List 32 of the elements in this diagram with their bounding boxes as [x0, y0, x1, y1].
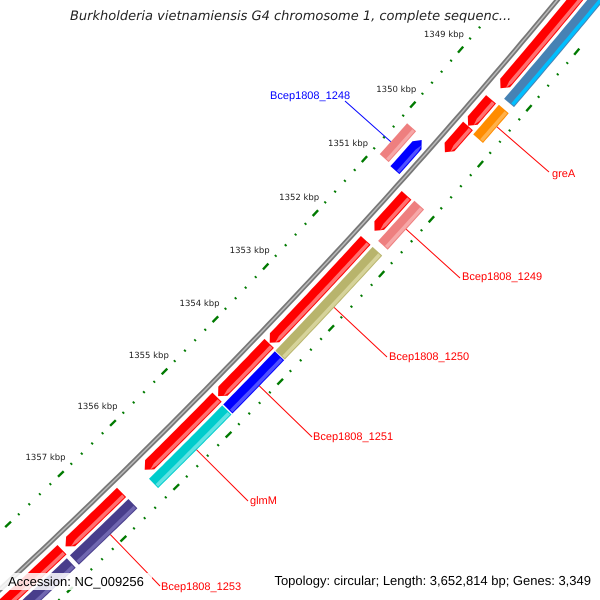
leader-line [110, 534, 160, 586]
gene-label: greA [552, 168, 576, 181]
gene-block [70, 499, 138, 565]
gene-block [378, 200, 424, 250]
leader-line [196, 449, 248, 502]
chart-title: Burkholderia vietnamiensis G4 chromosome 1, complete sequenc... [70, 9, 512, 24]
gene-label: Bcep1808_1248 [270, 90, 350, 103]
tick-label: 1356 kbp [77, 402, 118, 412]
gene-label: Bcep1808_1250 [389, 351, 470, 364]
tick-label: 1352 kbp [279, 193, 320, 204]
tick-label: 1353 kbp [230, 246, 270, 256]
tick-label: 1357 kbp [26, 453, 66, 464]
leader-line [406, 228, 460, 278]
leader-line [258, 386, 312, 438]
gene-block [275, 246, 382, 360]
gene-block [473, 104, 509, 143]
gene-block [149, 405, 232, 488]
accession-text: Accession: NC_009256 [0, 573, 152, 590]
leader-line [496, 126, 550, 172]
gene-label: Bcep1808_1249 [462, 271, 542, 284]
tick-label: 1351 kbp [328, 139, 368, 150]
leader-line [334, 307, 388, 358]
gene-label: Bcep1808_1251 [313, 431, 394, 444]
gene-label: Bcep1808_1253 [161, 581, 242, 594]
tick-label: 1349 kbp [424, 30, 464, 40]
gene-block [223, 351, 284, 414]
genome-stats-text: Topology: circular; Length: 3,652,814 bp; Genes: 3,349 [274, 573, 591, 588]
tick-label: 1355 kbp [128, 350, 169, 361]
tick-label: 1350 kbp [376, 85, 416, 96]
gene-label: glmM [250, 495, 277, 508]
tick-label: 1354 kbp [180, 298, 220, 309]
leader-line [344, 100, 392, 142]
